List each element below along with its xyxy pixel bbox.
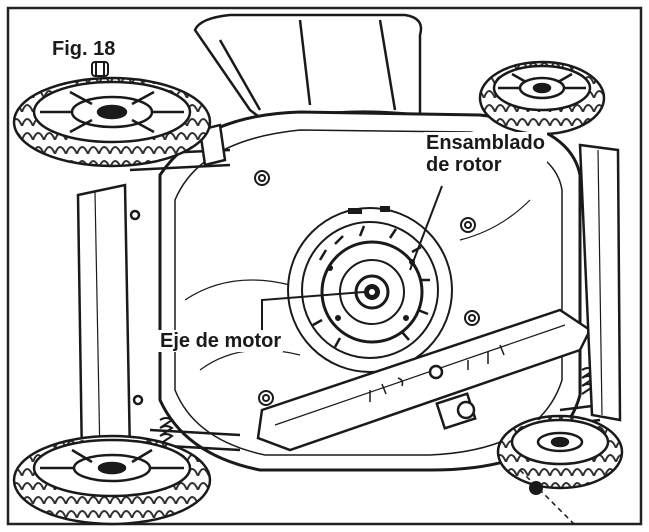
figure-frame <box>6 6 643 526</box>
right-handle-bracket <box>578 143 622 422</box>
rear-right-wheel <box>478 60 606 136</box>
wheel-adjust-knob <box>91 61 109 77</box>
cutting-blade <box>256 308 592 452</box>
motor-shaft-callout: Eje de motor <box>158 330 284 352</box>
front-left-wheel <box>12 434 212 526</box>
front-right-wheel <box>496 414 624 490</box>
blade-bolt <box>519 469 576 526</box>
rotor-assembly-callout: Ensamblado de rotor <box>424 132 547 176</box>
left-handle-bracket <box>76 183 144 464</box>
rotor-leader-line <box>409 185 443 271</box>
figure-label: Fig. 18 <box>52 38 116 60</box>
shaft-leader-line <box>261 291 365 332</box>
rotor-callout-line-2: de rotor <box>426 154 502 176</box>
rear-left-wheel <box>12 76 212 168</box>
rotor-callout-line-1: Ensamblado <box>426 132 545 154</box>
